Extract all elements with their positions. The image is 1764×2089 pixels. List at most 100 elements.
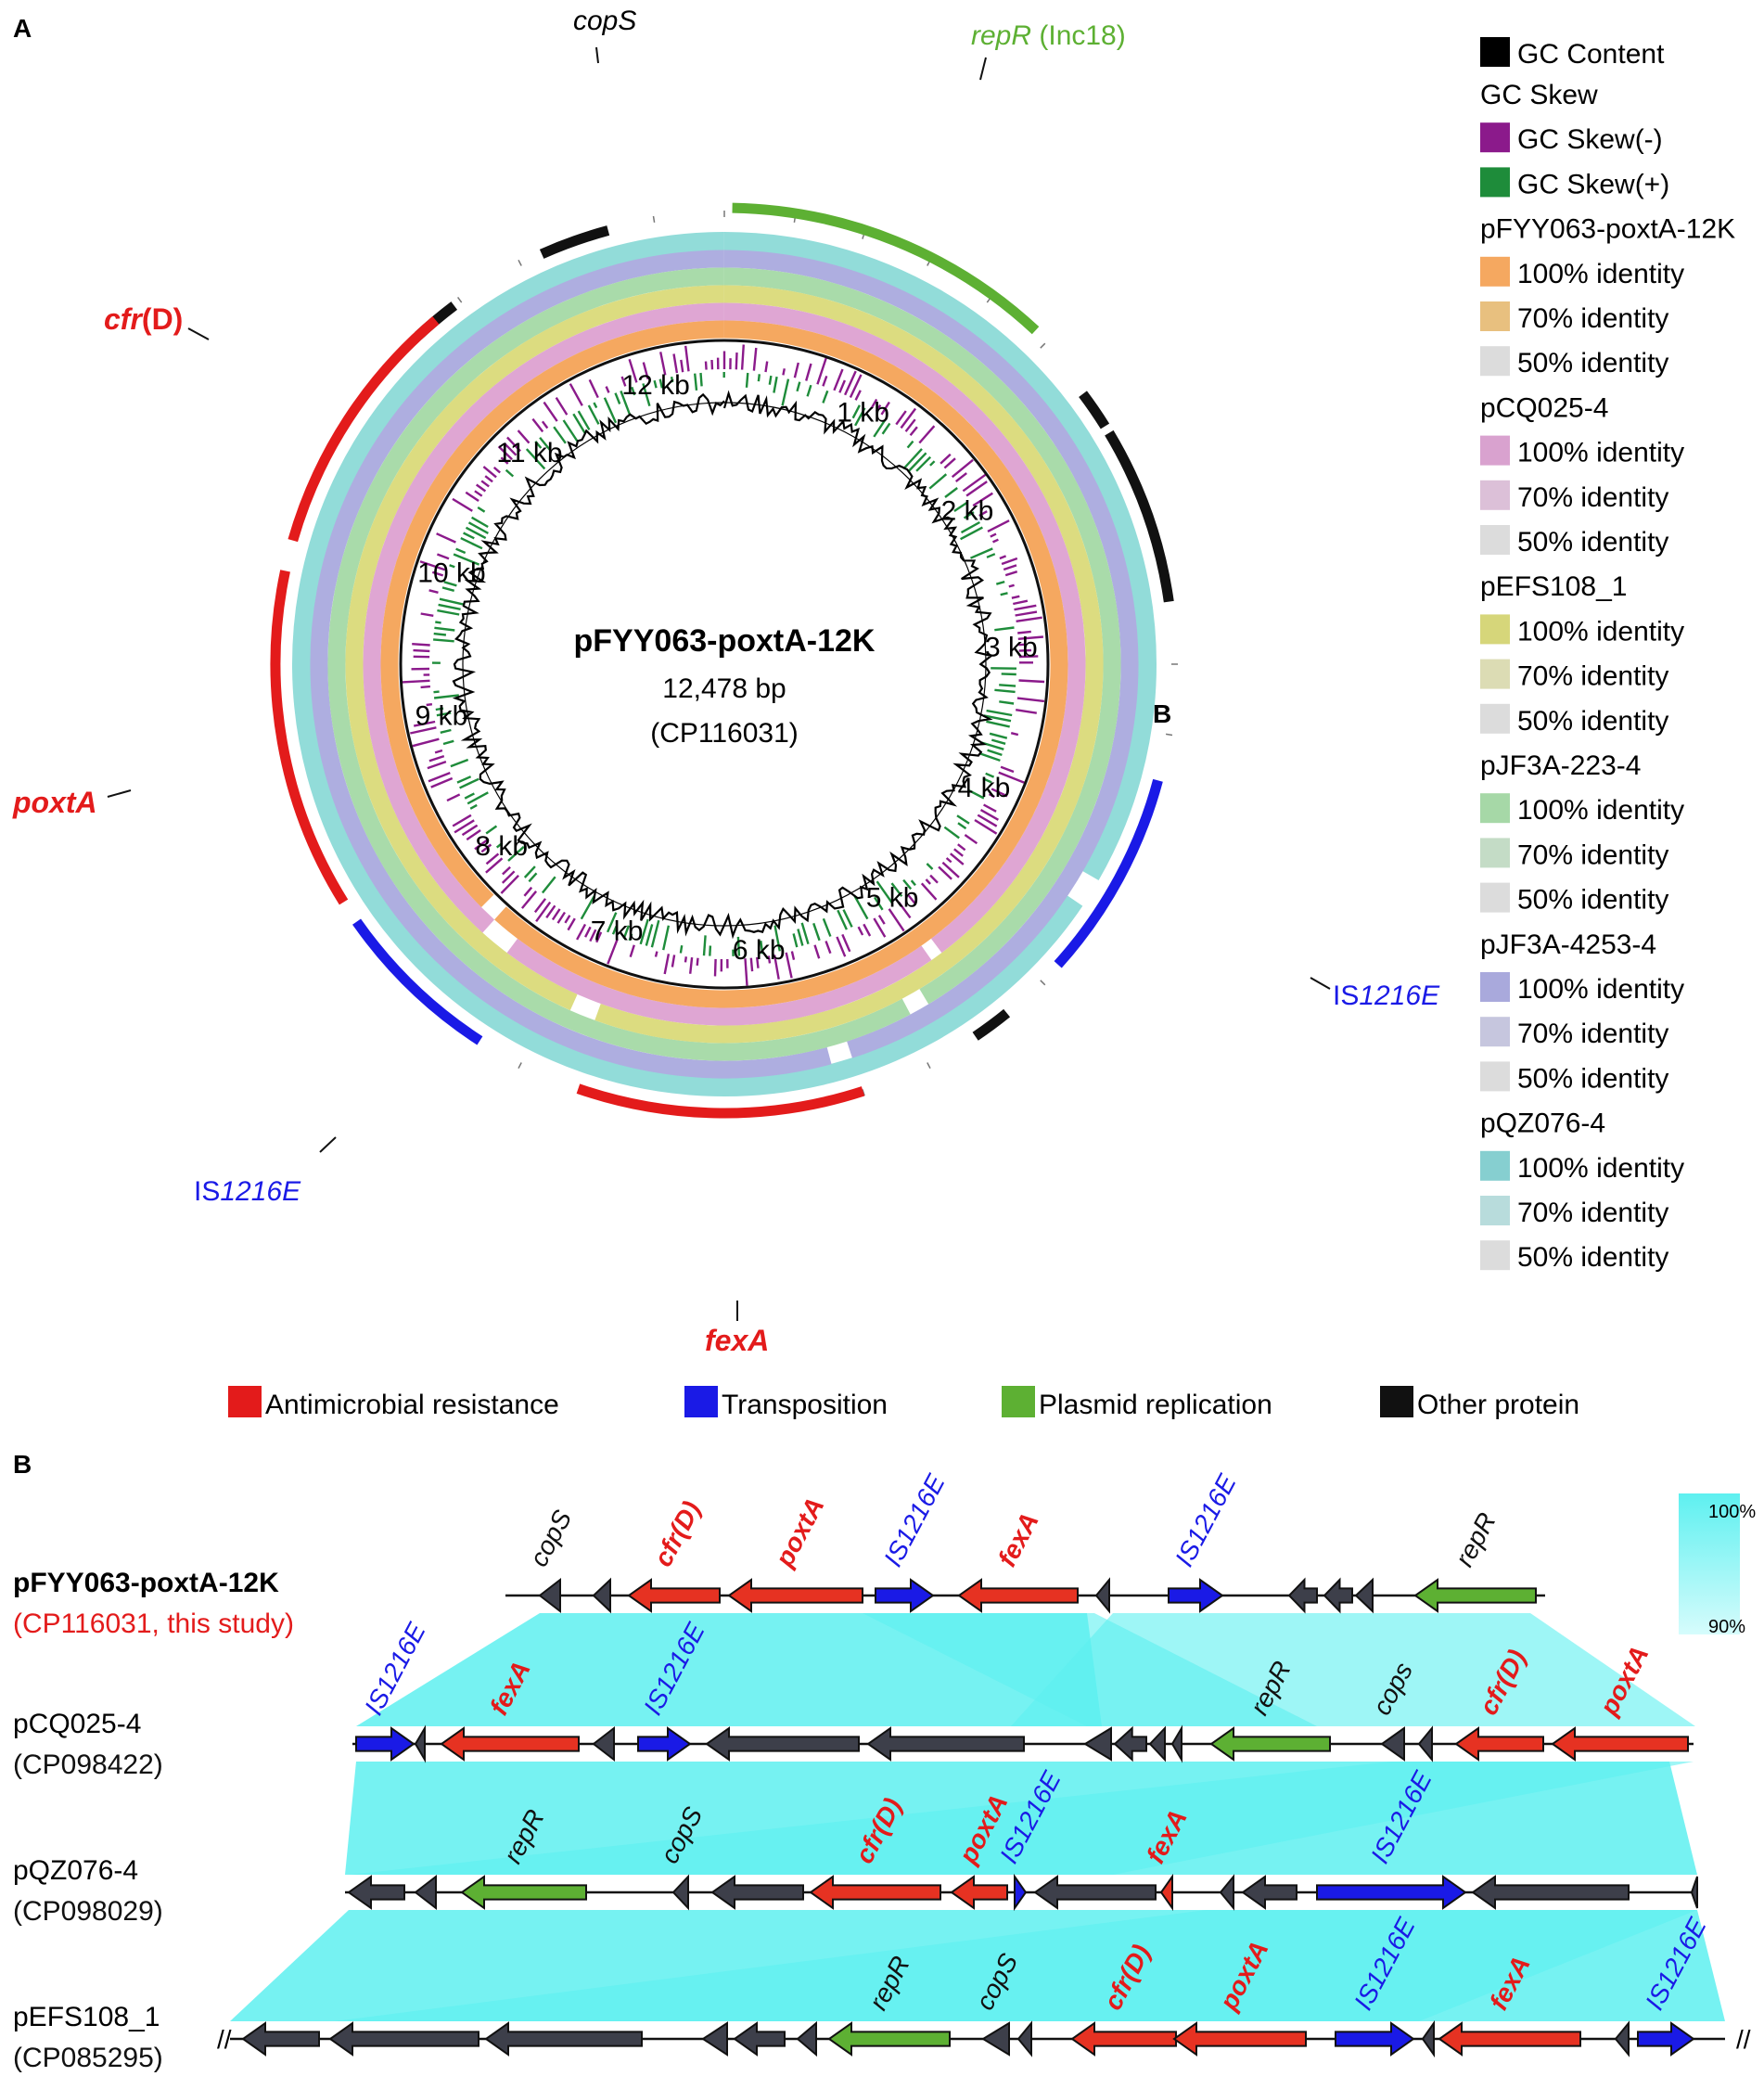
gc-skew-bar — [658, 378, 664, 389]
gc-skew-bar — [736, 936, 741, 956]
gc-skew-bar — [956, 814, 970, 825]
gene-arrow-tn — [637, 1726, 692, 1762]
kb-label-2: 2 kb — [941, 495, 994, 526]
category-swatch — [228, 1386, 262, 1417]
track-accession: (CP085295) — [13, 2043, 163, 2073]
legend-header: pEFS108_1 — [1480, 571, 1627, 602]
gene-arrow-other — [1690, 1876, 1698, 1909]
gc-skew-bar — [836, 936, 847, 957]
gc-skew-bar — [873, 896, 884, 911]
gene-arrow-other — [733, 2021, 786, 2057]
kb-label-10: 10 kb — [417, 558, 485, 589]
legend-swatch — [1480, 659, 1510, 689]
gc-skew-bar — [482, 466, 497, 479]
legend-swatch — [1480, 256, 1510, 287]
gc-skew-bar — [593, 402, 598, 409]
gc-skew-bar — [988, 793, 995, 799]
gc-skew-bar — [555, 396, 569, 416]
gc-skew-bar — [650, 919, 660, 948]
gene-label: repR — [1450, 1508, 1502, 1571]
legend-swatch — [1480, 122, 1510, 153]
plasmid-size: 12,478 bp — [662, 673, 786, 704]
gc-skew-bar — [972, 492, 993, 507]
gc-skew-bar — [662, 925, 671, 951]
legend-label: 70% identity — [1517, 839, 1668, 870]
gc-skew-bar — [564, 915, 571, 924]
gc-skew-bar — [434, 626, 455, 632]
gene-arrow-other — [414, 1874, 437, 1911]
gc-skew-bar — [434, 749, 443, 754]
gc-skew-bar — [455, 547, 467, 555]
gene-arrow-arg — [440, 1726, 580, 1762]
track-accession: (CP098422) — [13, 1749, 163, 1780]
identity-ring-3-segment-1 — [723, 267, 1121, 1005]
gc-skew-bar — [790, 951, 796, 960]
legend-swatch — [1480, 1061, 1510, 1092]
gc-skew-bar — [426, 703, 433, 707]
gc-skew-bar — [890, 882, 903, 897]
gc-skew-bar — [534, 441, 543, 449]
gene-arrow-rep — [1413, 1578, 1537, 1613]
gc-skew-bar — [945, 857, 952, 864]
gc-skew-bar — [792, 933, 799, 948]
identity-ring-5-segment-2 — [506, 938, 932, 1026]
backbone-circle — [399, 339, 1050, 990]
legend-label: 70% identity — [1517, 661, 1668, 692]
gene-arrow-arg — [1070, 2021, 1177, 2057]
gc-skew-bar — [951, 458, 974, 479]
homology-block — [356, 1613, 1102, 1726]
track-accession: (CP116031, this study) — [13, 1608, 294, 1639]
kb-label-9: 9 kb — [415, 701, 468, 732]
gene-arrow-tn — [1316, 1875, 1467, 1910]
tick-mark — [1040, 980, 1046, 986]
gc-skew-bar — [994, 688, 1016, 694]
gc-skew-bar — [806, 384, 812, 397]
gc-skew-bar — [983, 714, 1012, 723]
gc-skew-bar — [925, 878, 931, 885]
gc-skew-bar — [453, 553, 480, 566]
gc-skew-bar — [985, 772, 995, 778]
gc-skew-bar — [816, 357, 827, 385]
gc-skew-bar — [446, 793, 461, 802]
gc-skew-bar — [849, 374, 863, 399]
gc-skew-bar — [477, 506, 486, 513]
gc-skew-bar — [1000, 765, 1015, 774]
gene-arrow-arg — [1454, 1726, 1544, 1762]
gc-skew-bar — [460, 537, 483, 550]
gc-skew-bar — [895, 410, 907, 426]
gc-skew-bar — [589, 929, 597, 942]
gc-skew-bar — [938, 865, 952, 880]
gene-arrow-arg — [957, 1578, 1079, 1613]
gc-skew-bar — [551, 908, 561, 921]
gc-skew-bar — [863, 923, 872, 937]
gc-skew-bar — [402, 679, 430, 684]
gene-arrow-arg — [627, 1578, 721, 1613]
gene-arrow-other — [866, 1726, 1025, 1762]
identity-scale-bottom: 90% — [1708, 1617, 1745, 1637]
homology-block — [334, 1910, 1697, 2021]
gc-skew-bar — [943, 457, 956, 469]
gc-skew-bar — [562, 419, 579, 442]
gc-skew-bar — [1018, 648, 1032, 652]
legend-label: 70% identity — [1517, 1198, 1668, 1228]
legend-swatch — [1480, 1196, 1510, 1225]
gc-skew-bar — [1010, 732, 1019, 737]
legend-label: GC Skew(+) — [1517, 169, 1669, 199]
gc-skew-bar — [679, 945, 684, 954]
gc-skew-bar — [485, 852, 500, 865]
gene-label: fexA — [992, 1508, 1044, 1571]
tick-mark — [456, 296, 463, 303]
gc-skew-bar — [793, 362, 799, 378]
gc-skew-bar — [991, 738, 1006, 745]
legend-label: 100% identity — [1517, 438, 1684, 468]
gc-skew-bar — [978, 510, 988, 518]
gene-label: copS — [524, 1506, 577, 1571]
gc-skew-bar — [654, 951, 658, 957]
legend-label: 100% identity — [1517, 259, 1684, 289]
gc-skew-bar — [970, 547, 993, 559]
gc-skew-bar — [541, 420, 549, 429]
gc-skew-bar — [428, 589, 439, 594]
gc-skew-bar — [941, 861, 960, 878]
gc-skew-bar — [622, 925, 631, 940]
gc-skew-bar — [944, 487, 958, 498]
